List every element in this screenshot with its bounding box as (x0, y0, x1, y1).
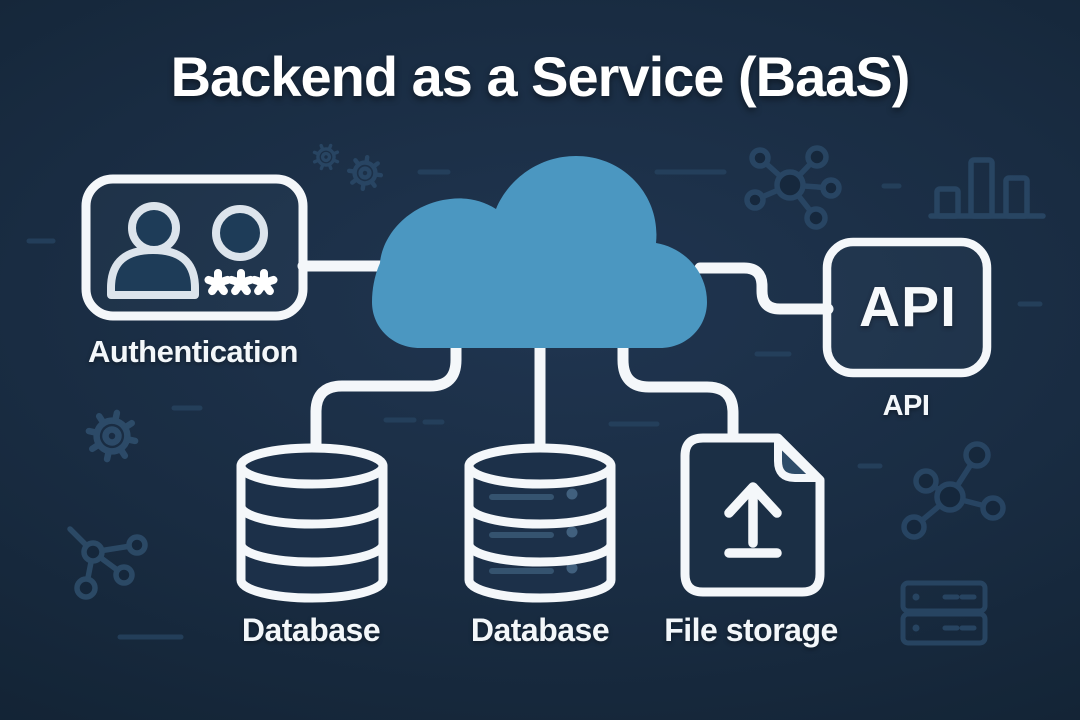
network-icon (901, 441, 1006, 540)
dash-decorations (26, 169, 1043, 640)
password-asterisks (209, 273, 274, 291)
file-storage-label: File storage (664, 612, 838, 648)
server-database-icon (464, 443, 616, 603)
network-icon (744, 145, 842, 230)
database-icon (236, 443, 388, 603)
connector-cloud-filestorage (617, 336, 739, 449)
file-upload-icon (680, 433, 825, 597)
cloud-icon (372, 156, 707, 348)
user-icon (107, 202, 199, 299)
api-box (822, 237, 992, 378)
database-center-label: Database (470, 612, 610, 648)
database-left-label: Database (241, 612, 381, 648)
gear-icon (347, 155, 383, 191)
authentication-label: Authentication (88, 334, 299, 369)
network-icon (67, 526, 148, 600)
connector-cloud-api (694, 262, 834, 315)
connector-cloud-database-left (310, 336, 462, 458)
gear-icon (84, 408, 140, 464)
api-box-text: API (858, 275, 958, 339)
page-title: Backend as a Service (BaaS) (170, 45, 911, 108)
user-head-icon (212, 205, 268, 261)
server-rack-icon (900, 580, 988, 646)
gear-icon (308, 139, 344, 175)
api-label: API (882, 390, 930, 422)
bar-chart-icon (928, 157, 1046, 219)
authentication-box (81, 174, 308, 321)
